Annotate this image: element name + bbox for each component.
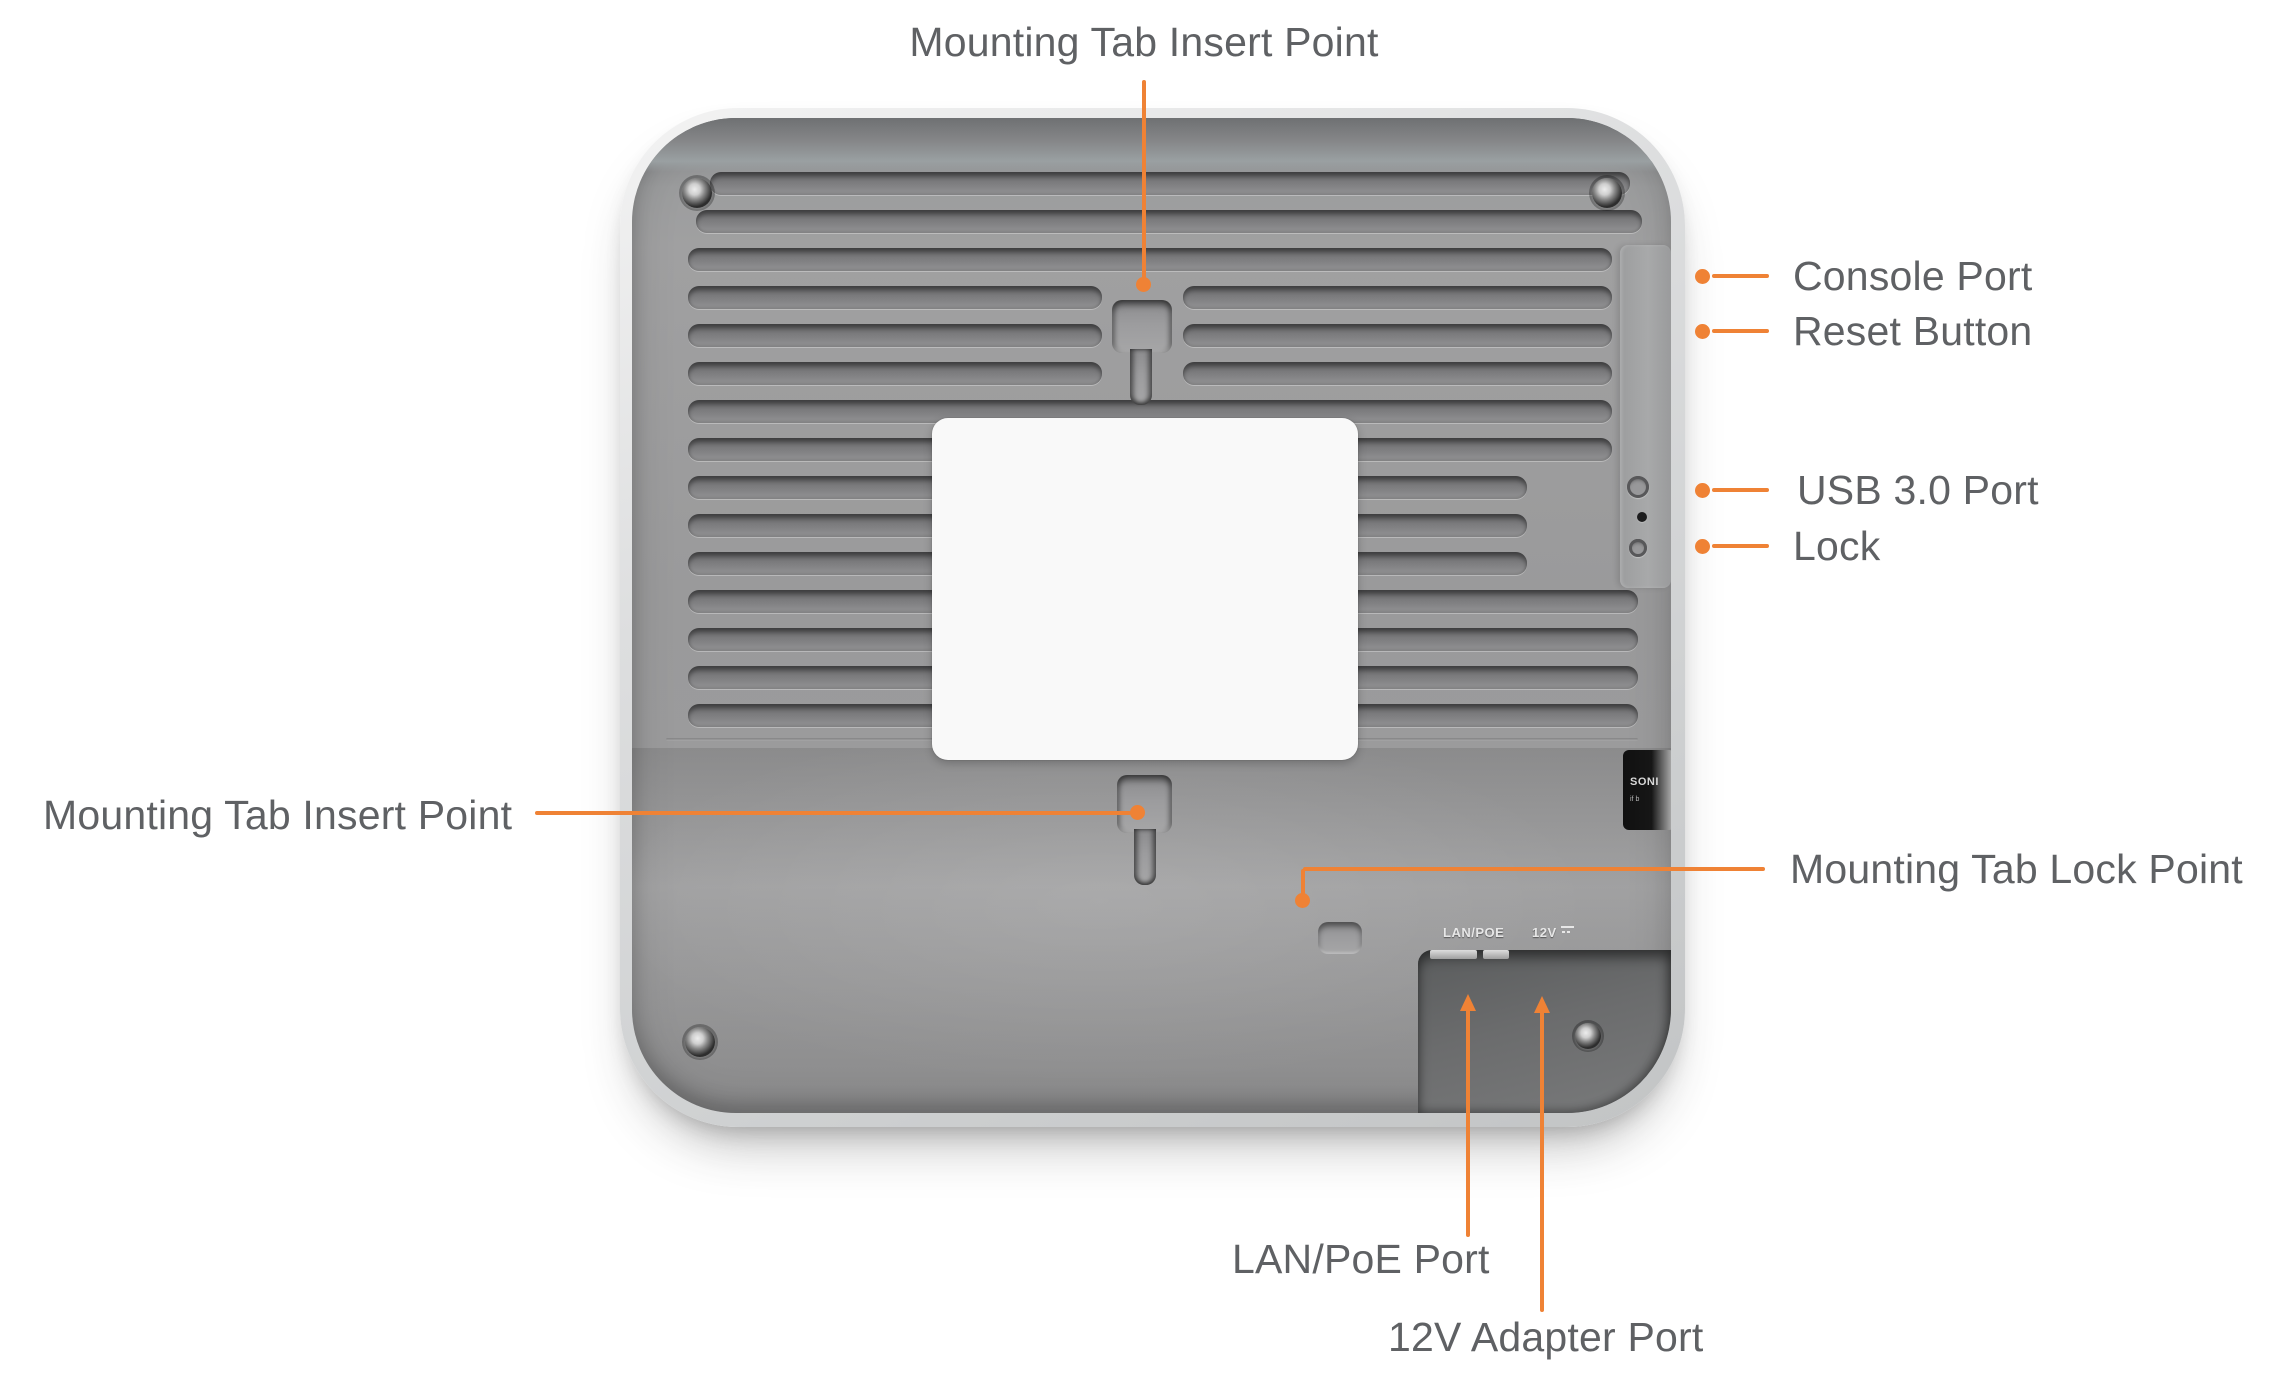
callout-usb-line: [1712, 488, 1769, 492]
fin-groove: [1183, 362, 1612, 385]
lan-poe-print-text: LAN/POE: [1443, 925, 1505, 940]
lan-port-contacts: [1430, 950, 1477, 959]
callout-lock-line: [1712, 544, 1769, 548]
dc-symbol-icon: [1560, 926, 1574, 936]
port-bay: [1418, 950, 1671, 1113]
fin-groove: [710, 172, 1630, 195]
side-io-panel: [1620, 245, 1671, 588]
screw-top-right: [1592, 178, 1622, 208]
callout-reset-label: Reset Button: [1793, 308, 2033, 354]
callout-top-insert-dot: [1136, 277, 1151, 292]
adapter-port-contact: [1483, 950, 1509, 959]
12v-print-text: 12V: [1532, 925, 1557, 940]
fin-groove: [688, 362, 1102, 385]
callout-lan-label: LAN/PoE Port: [1232, 1236, 1490, 1282]
callout-lock-dot: [1695, 539, 1710, 554]
callout-usb-dot: [1695, 483, 1710, 498]
security-sticker: SONI if b: [1623, 750, 1671, 830]
callout-top-insert-label: Mounting Tab Insert Point: [909, 19, 1379, 65]
callout-adapter-line: [1540, 1011, 1544, 1312]
sticker-subtext: if b: [1630, 796, 1640, 803]
callout-console-label: Console Port: [1793, 253, 2033, 299]
callout-top-insert-line: [1142, 80, 1146, 280]
access-point-device: SONI if b LAN/POE 12V: [620, 108, 1685, 1127]
callout-left-insert-dot: [1130, 805, 1145, 820]
callout-adapter-label: 12V Adapter Port: [1388, 1314, 1704, 1360]
lock-slot-hole: [1629, 539, 1647, 557]
fin-groove: [688, 324, 1102, 347]
callout-lockpoint-vline: [1301, 869, 1305, 895]
mounting-tab-slot-bottom-stem: [1134, 829, 1156, 885]
mounting-tab-slot-top: [1112, 300, 1172, 353]
screw-port-bay: [1575, 1023, 1601, 1049]
callout-lockpoint-dot: [1295, 893, 1310, 908]
callout-usb-label: USB 3.0 Port: [1797, 467, 2039, 513]
callout-lockpoint-hline: [1303, 867, 1765, 871]
callout-lock-label: Lock: [1793, 523, 1881, 569]
fin-groove: [1183, 324, 1612, 347]
device-back-panel: SONI if b LAN/POE 12V: [632, 118, 1671, 1113]
fin-groove: [688, 248, 1612, 271]
mounting-tab-lock-recess: [1318, 922, 1362, 954]
fin-groove: [688, 286, 1102, 309]
fin-groove: [688, 400, 1612, 423]
device-top-edge: [632, 118, 1671, 172]
callout-left-insert-label: Mounting Tab Insert Point: [43, 792, 513, 838]
callout-reset-dot: [1695, 324, 1710, 339]
callout-lan-arrow: [1460, 994, 1476, 1011]
lan-poe-print: LAN/POE: [1443, 925, 1504, 940]
screw-top-left: [682, 178, 712, 208]
callout-console-line: [1712, 274, 1769, 278]
callout-adapter-arrow: [1534, 996, 1550, 1013]
mounting-tab-slot-bottom: [1117, 775, 1172, 833]
callout-lockpoint-label: Mounting Tab Lock Point: [1790, 846, 2243, 892]
mounting-tab-slot-top-stem: [1130, 349, 1152, 405]
sticker-text: SONI: [1630, 776, 1659, 788]
callout-left-insert-line: [535, 811, 1131, 815]
fin-groove: [696, 210, 1642, 233]
status-dot: [1637, 512, 1647, 522]
fin-groove: [1183, 286, 1612, 309]
12v-print: 12V: [1532, 925, 1574, 940]
callout-console-dot: [1695, 269, 1710, 284]
usb-port-hole: [1627, 476, 1649, 498]
callout-reset-line: [1712, 329, 1769, 333]
product-label-area: [932, 418, 1358, 760]
callout-lan-line: [1466, 1009, 1470, 1237]
screw-bottom-left: [685, 1027, 715, 1057]
